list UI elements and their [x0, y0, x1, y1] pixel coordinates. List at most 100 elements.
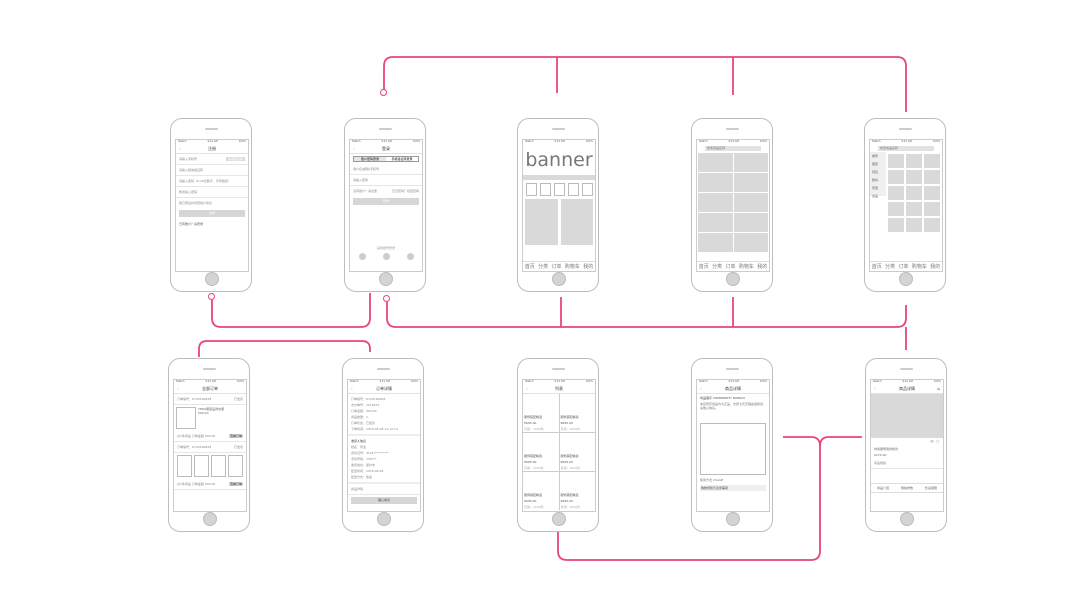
tab-service[interactable]: 售后保障 — [924, 486, 937, 490]
tab-mine[interactable]: 我的 — [757, 264, 768, 270]
category-item[interactable] — [924, 186, 940, 200]
password-input[interactable]: 请输入密码（6-16位数字、字母组合） — [176, 176, 248, 187]
register-link[interactable]: 没有账户？请注册 — [353, 189, 378, 193]
entry-icon[interactable] — [567, 183, 579, 196]
grid-tile[interactable] — [733, 213, 768, 232]
spec-selector[interactable]: 商品规格 — [871, 458, 943, 469]
password-input[interactable]: 请输入密码 — [350, 175, 422, 186]
tab-cart[interactable]: 购物车 — [911, 264, 927, 270]
forgot-link[interactable]: 忘记密码？找回密码 — [391, 189, 419, 193]
sidebar-item[interactable]: 数码 — [872, 178, 879, 182]
promo-card[interactable] — [525, 199, 558, 245]
tab-mine[interactable]: 我的 — [930, 264, 941, 270]
home-button — [726, 512, 740, 526]
sidebar-item[interactable]: 食品 — [872, 194, 879, 198]
category-item[interactable] — [924, 202, 940, 216]
qq-icon[interactable] — [382, 253, 390, 260]
category-item[interactable] — [906, 202, 922, 216]
category-item[interactable] — [924, 218, 940, 232]
tab-category[interactable]: 分类 — [538, 264, 549, 270]
tab-specs[interactable]: 规格参数 — [900, 486, 913, 490]
grid-tile[interactable] — [698, 213, 733, 232]
category-item[interactable] — [888, 154, 904, 168]
register-button[interactable]: 注册 — [179, 210, 245, 217]
tab-mine[interactable]: 我的 — [583, 264, 594, 270]
back-icon[interactable]: ‹ — [351, 386, 353, 391]
promo-card[interactable] — [560, 199, 593, 245]
category-item[interactable] — [924, 154, 940, 168]
grid-tile[interactable] — [698, 233, 733, 252]
back-icon[interactable]: ‹ — [874, 386, 876, 391]
entry-icon[interactable] — [581, 183, 593, 196]
category-item[interactable] — [906, 154, 922, 168]
category-item[interactable] — [888, 218, 904, 232]
username-input[interactable]: 用户名/邮箱/手机号 — [350, 164, 422, 175]
tab-intro[interactable]: 商品介绍 — [876, 486, 889, 490]
entry-icon[interactable] — [525, 183, 537, 196]
category-item[interactable] — [906, 186, 922, 200]
view-order-button[interactable]: 查看订单 — [228, 482, 243, 486]
tab-home[interactable]: 首页 — [698, 264, 709, 270]
code-input[interactable]: 请输入短信验证码 — [176, 165, 248, 176]
tab-cart[interactable]: 购物车 — [738, 264, 754, 270]
tab-home[interactable]: 首页 — [524, 264, 535, 270]
category-item[interactable] — [888, 170, 904, 184]
favorite-icon[interactable]: ☆ — [935, 439, 940, 445]
grid-tile[interactable] — [698, 153, 733, 172]
back-icon[interactable]: ‹ — [179, 146, 181, 151]
search-input[interactable]: 搜索商品名称 — [705, 146, 761, 151]
category-item[interactable] — [924, 170, 940, 184]
grid-tile[interactable] — [698, 193, 733, 212]
get-code-button[interactable]: 获取验证码 — [225, 157, 245, 161]
home-button — [377, 512, 391, 526]
back-icon[interactable]: ‹ — [526, 386, 528, 391]
login-link[interactable]: 已有账户？请登录 — [179, 222, 204, 226]
sidebar-item[interactable]: 推荐 — [872, 154, 879, 158]
sidebar-item[interactable]: 家居 — [872, 186, 879, 190]
view-order-button[interactable]: 查看订单 — [228, 434, 243, 438]
back-icon[interactable]: ‹ — [700, 386, 702, 391]
back-icon[interactable]: ‹ — [177, 386, 179, 391]
agree-checkbox[interactable]: 我已阅读并同意用户协议 — [179, 201, 213, 205]
share-icon[interactable]: ⋖ — [929, 439, 934, 445]
tab-orders[interactable]: 订单 — [725, 264, 736, 270]
tab-category[interactable]: 分类 — [885, 264, 896, 270]
tab-sms-login[interactable]: 手机验证码登录 — [391, 157, 413, 161]
wechat-icon[interactable] — [358, 253, 366, 260]
tab-cart[interactable]: 购物车 — [564, 264, 580, 270]
tab-password-login[interactable]: 账户密码登录 — [354, 157, 386, 161]
items-link[interactable]: 商品详情 — [348, 482, 420, 495]
grid-tile[interactable] — [733, 193, 768, 212]
banner[interactable]: banner — [525, 149, 593, 171]
sidebar-item[interactable]: 鞋包 — [872, 170, 879, 174]
grid-tile[interactable] — [733, 153, 768, 172]
entry-icon[interactable] — [553, 183, 565, 196]
tab-orders[interactable]: 订单 — [551, 264, 562, 270]
tab-home[interactable]: 首页 — [871, 264, 882, 270]
phone-input[interactable]: 请输入手机号 — [179, 157, 198, 161]
confirm-receipt-button[interactable]: 确认收货 — [351, 497, 417, 504]
tab-category[interactable]: 分类 — [712, 264, 723, 270]
category-item[interactable] — [906, 218, 922, 232]
grid-tile[interactable] — [733, 173, 768, 192]
search-input[interactable]: 搜索商品名称 — [878, 146, 934, 151]
category-item[interactable] — [888, 202, 904, 216]
cart-icon[interactable]: ⌂ — [937, 386, 940, 391]
grid-tile[interactable] — [733, 233, 768, 252]
tab-orders[interactable]: 订单 — [898, 264, 909, 270]
category-item[interactable] — [888, 186, 904, 200]
back-icon[interactable]: ‹ — [353, 146, 355, 151]
category-item[interactable] — [906, 170, 922, 184]
confirm-password-input[interactable]: 再次输入密码 — [176, 187, 248, 198]
login-button[interactable]: 登录 — [353, 198, 419, 205]
sidebar-item[interactable]: 服装 — [872, 162, 879, 166]
grid-tile[interactable] — [698, 173, 733, 192]
weibo-icon[interactable] — [406, 253, 414, 260]
entry-icon[interactable] — [539, 183, 551, 196]
